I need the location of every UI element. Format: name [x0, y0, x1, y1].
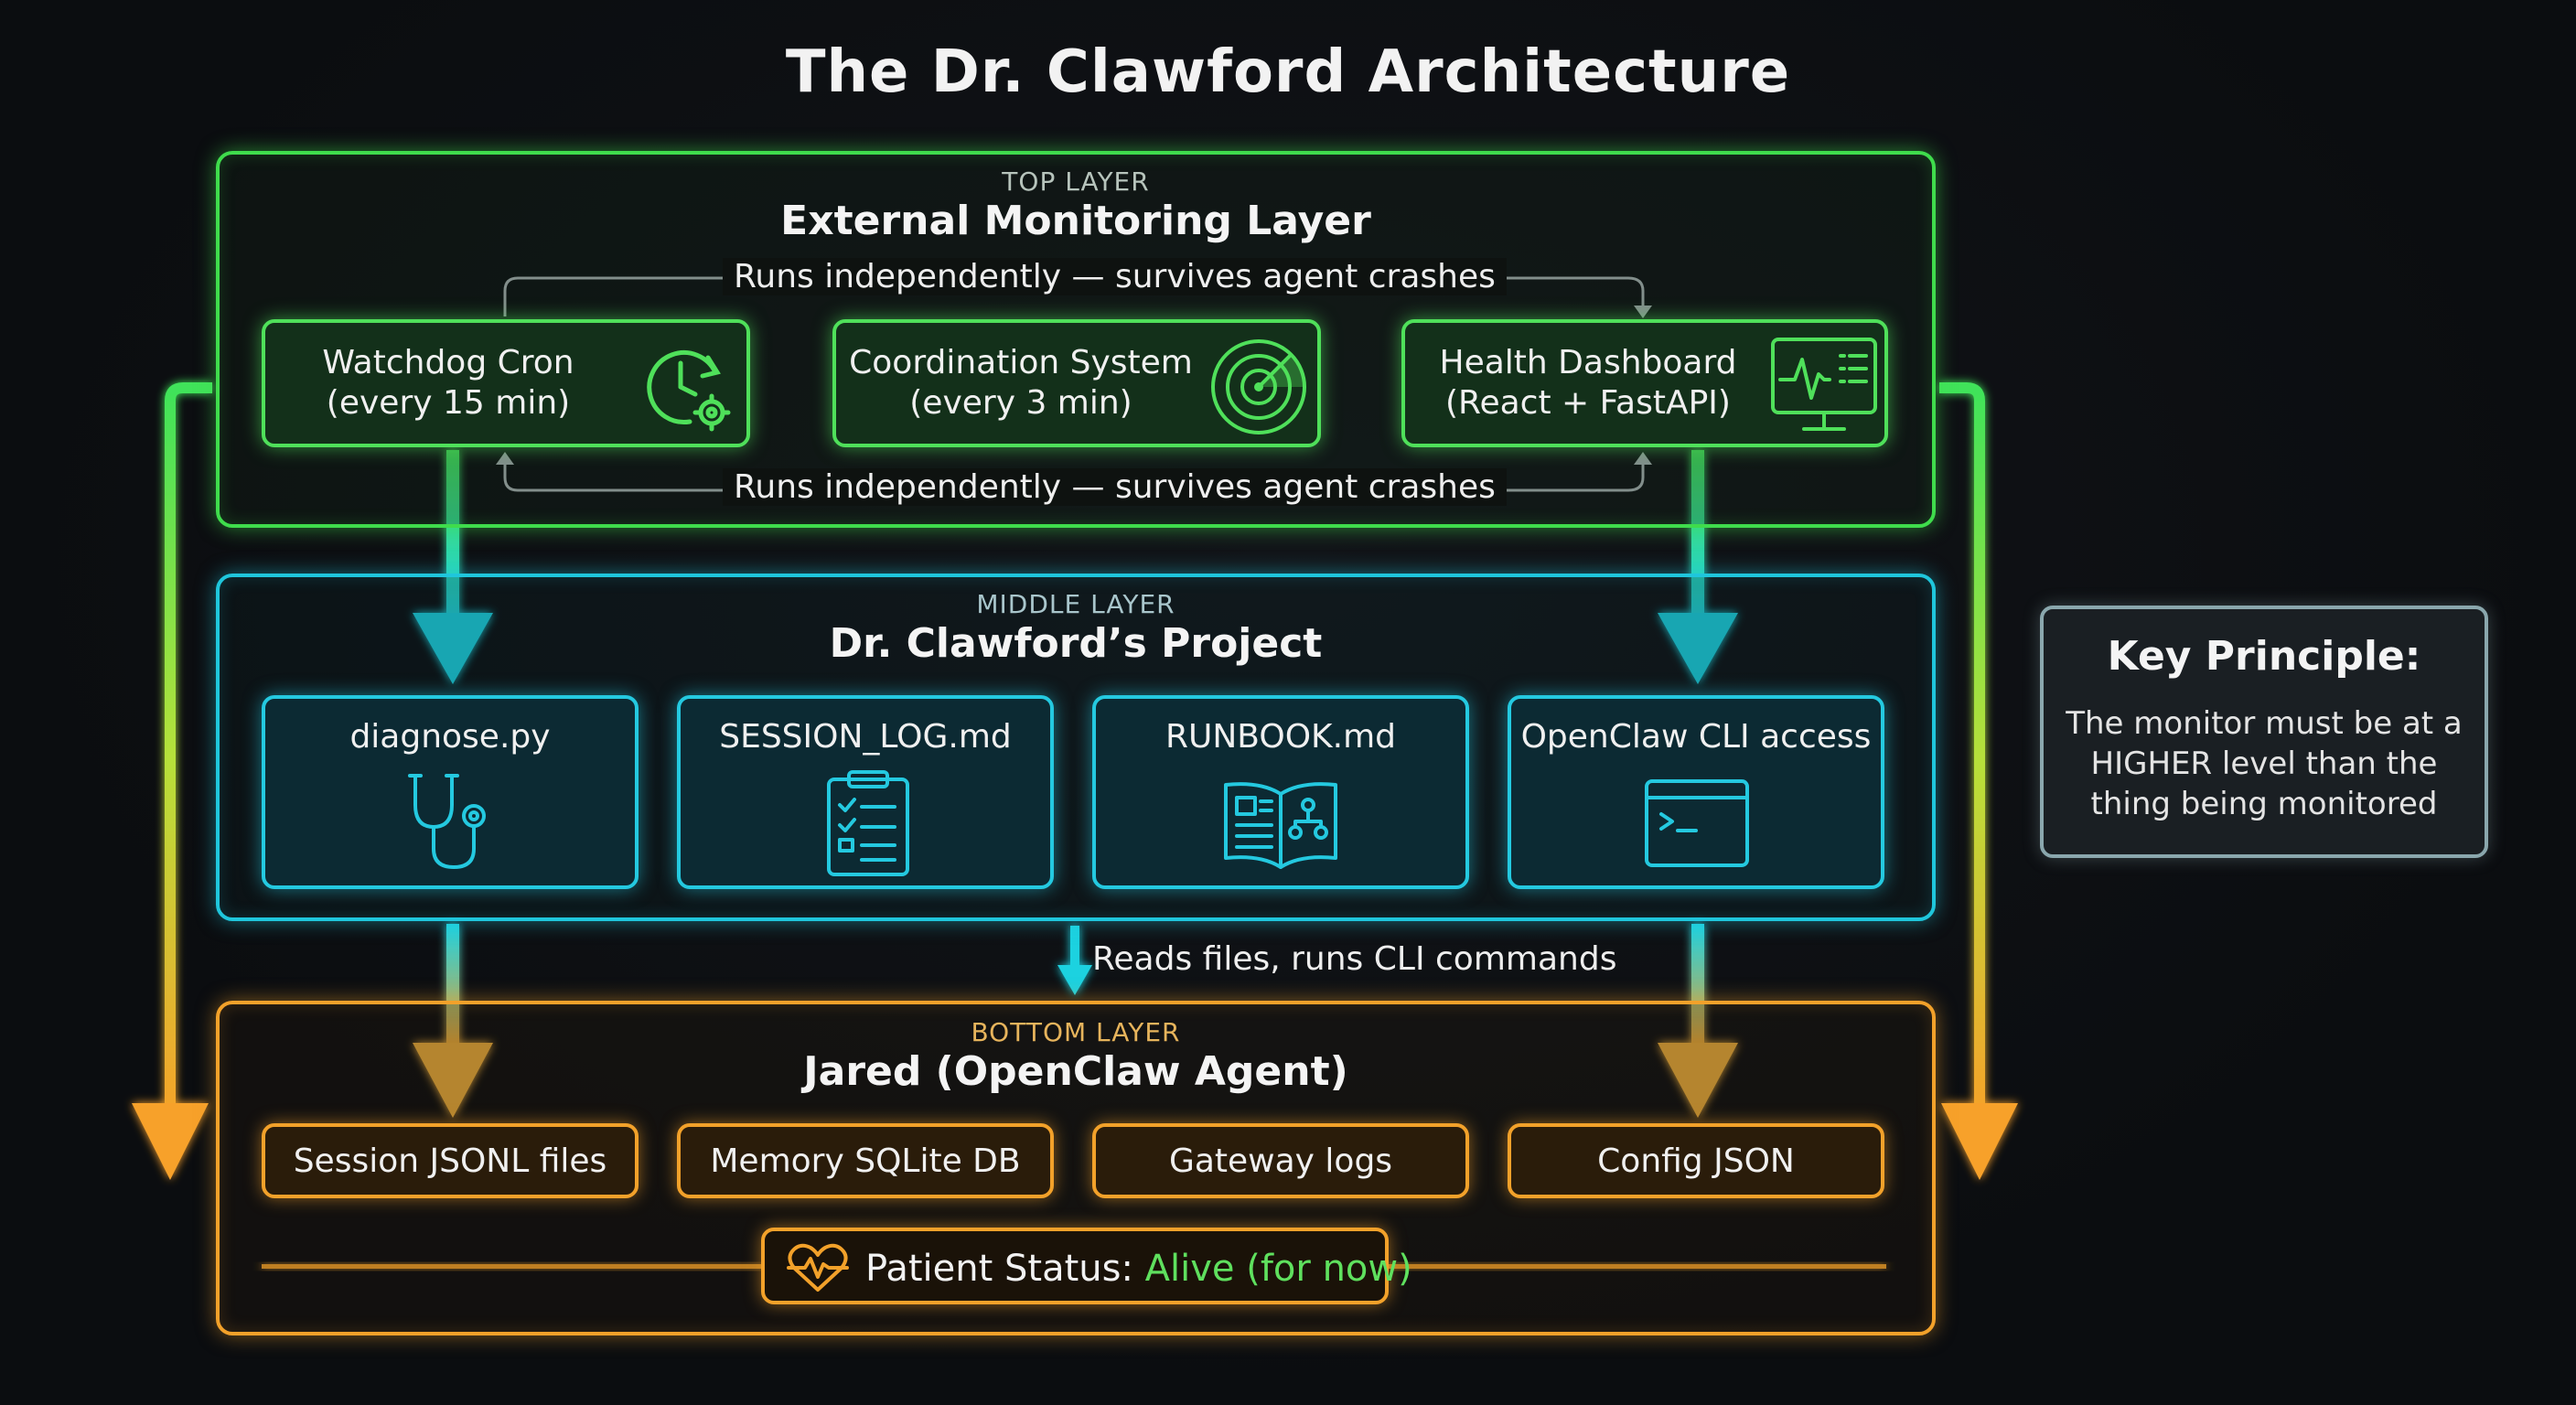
- session-log-label: SESSION_LOG.md: [719, 718, 1012, 756]
- config-json-label: Config JSON: [1597, 1142, 1795, 1180]
- session-jsonl-item[interactable]: Session JSONL files: [262, 1123, 639, 1198]
- open-book-icon: [1224, 782, 1337, 869]
- gateway-logs-label: Gateway logs: [1168, 1142, 1393, 1180]
- health-dashboard-label: Health Dashboard: [1439, 344, 1737, 381]
- health-dashboard-card[interactable]: Health Dashboard (React + FastAPI): [1401, 319, 1888, 447]
- coordination-system-text: Coordination System (every 3 min): [836, 343, 1206, 424]
- openclaw-cli-card[interactable]: OpenClaw CLI access: [1508, 695, 1884, 889]
- watchdog-cron-text: Watchdog Cron (every 15 min): [265, 343, 631, 424]
- openclaw-cli-label: OpenClaw CLI access: [1520, 718, 1872, 756]
- watchdog-cron-label: Watchdog Cron: [322, 344, 574, 381]
- bottom-layer-tag: BOTTOM LAYER: [971, 1017, 1181, 1047]
- top-layer-name: External Monitoring Layer: [780, 198, 1371, 244]
- diagnose-py-card[interactable]: diagnose.py: [262, 695, 639, 889]
- watchdog-to-diagnose-arrow: [413, 450, 493, 684]
- diagram-title: The Dr. Clawford Architecture: [785, 38, 1791, 106]
- heart-pulse-icon: [787, 1243, 849, 1292]
- monitor-heartbeat-icon: [1771, 338, 1877, 431]
- coordination-system-interval: (every 3 min): [909, 384, 1132, 422]
- top-layer-note-lower: Runs independently — survives agent cras…: [723, 468, 1507, 506]
- middle-layer-tag: MIDDLE LAYER: [976, 589, 1175, 619]
- patient-status-text: Patient Status: Alive (for now): [865, 1248, 1412, 1290]
- independence-loop-top: [503, 276, 1652, 318]
- key-principle-body: The monitor must be at a HIGHER level th…: [2066, 705, 2463, 822]
- clipboard-checklist-icon: [827, 770, 909, 876]
- terminal-icon: [1645, 779, 1749, 867]
- watchdog-cron-card[interactable]: Watchdog Cron (every 15 min): [262, 319, 750, 447]
- clock-gear-icon: [647, 350, 731, 432]
- memory-sqlite-item[interactable]: Memory SQLite DB: [677, 1123, 1054, 1198]
- cli-to-config-arrow: [1658, 924, 1738, 1118]
- session-log-card[interactable]: SESSION_LOG.md: [677, 695, 1054, 889]
- runbook-card[interactable]: RUNBOOK.md: [1092, 695, 1469, 889]
- reads-files-note: Reads files, runs CLI commands: [1092, 940, 1617, 978]
- diagnose-py-label: diagnose.py: [349, 718, 551, 756]
- patient-status-label: Patient Status:: [865, 1248, 1133, 1290]
- health-dashboard-text: Health Dashboard (React + FastAPI): [1405, 343, 1771, 424]
- key-principle-title: Key Principle:: [2107, 633, 2421, 680]
- session-jsonl-label: Session JSONL files: [293, 1142, 607, 1180]
- config-json-item[interactable]: Config JSON: [1508, 1123, 1884, 1198]
- diagnose-to-session-arrow: [413, 924, 493, 1118]
- radar-icon: [1211, 339, 1306, 434]
- key-principle-box: Key Principle: The monitor must be at a …: [2040, 606, 2488, 858]
- dashboard-to-cli-arrow: [1658, 450, 1738, 684]
- runbook-label: RUNBOOK.md: [1165, 718, 1396, 756]
- status-line: [262, 1264, 1886, 1269]
- left-side-arrow: [132, 382, 212, 1180]
- reads-files-arrow: [1057, 926, 1092, 995]
- stethoscope-icon: [408, 774, 486, 870]
- top-layer-note-upper: Runs independently — survives agent cras…: [723, 258, 1507, 295]
- top-layer-tag: TOP LAYER: [1002, 166, 1150, 197]
- patient-status-badge: Patient Status: Alive (for now): [761, 1228, 1412, 1304]
- coordination-system-card[interactable]: Coordination System (every 3 min): [832, 319, 1321, 447]
- gateway-logs-item[interactable]: Gateway logs: [1092, 1123, 1469, 1198]
- coordination-system-label: Coordination System: [849, 344, 1193, 381]
- independence-loop-bottom: [496, 452, 1652, 492]
- bottom-layer-name: Jared (OpenClaw Agent): [803, 1048, 1348, 1095]
- middle-layer-name: Dr. Clawford’s Project: [829, 620, 1323, 667]
- health-dashboard-stack: (React + FastAPI): [1445, 384, 1731, 422]
- memory-sqlite-label: Memory SQLite DB: [710, 1142, 1021, 1180]
- watchdog-cron-interval: (every 15 min): [326, 384, 571, 422]
- right-side-arrow: [1939, 382, 2018, 1180]
- patient-status-value: Alive (for now): [1144, 1248, 1412, 1290]
